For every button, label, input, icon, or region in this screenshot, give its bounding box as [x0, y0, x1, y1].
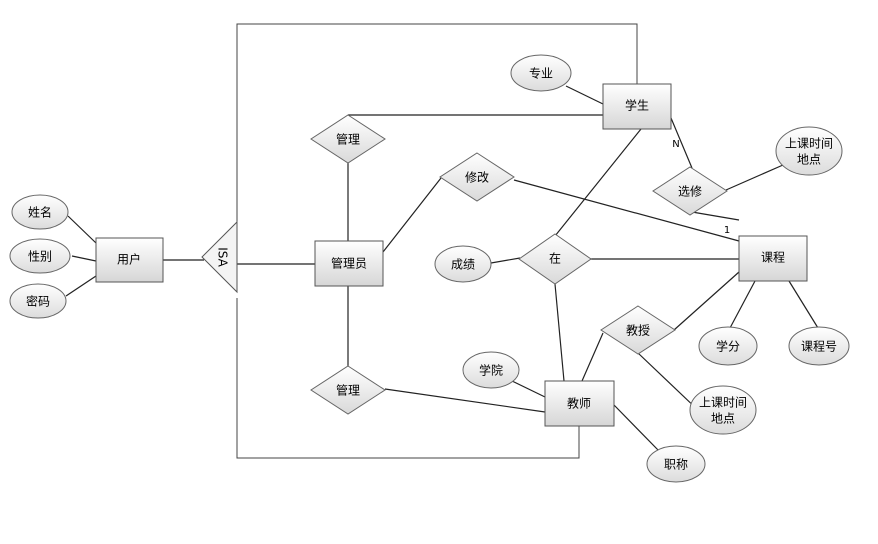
- rel-select-label: 选修: [678, 184, 702, 199]
- entity-student-label: 学生: [625, 98, 649, 113]
- line-in-teacher: [554, 283, 565, 382]
- line-password-user: [65, 275, 97, 297]
- attr-time-place-1[interactable]: 上课时间 地点: [775, 126, 843, 176]
- attr-title[interactable]: 职称: [646, 445, 706, 483]
- line-name-user: [67, 215, 97, 244]
- line-teach-course: [673, 271, 740, 331]
- entity-teacher-label: 教师: [567, 396, 591, 411]
- rel-teach-label: 教授: [626, 323, 650, 338]
- line-select-course: [691, 211, 740, 221]
- entity-user[interactable]: 用户: [95, 237, 164, 283]
- line-grade-in: [490, 257, 521, 264]
- line-major-student: [565, 85, 604, 105]
- attr-title-label: 职称: [664, 458, 688, 472]
- connector-lines: [65, 85, 819, 453]
- rel-modify-label: 修改: [465, 170, 489, 185]
- entity-user-label: 用户: [117, 252, 141, 267]
- line-college-teacher: [511, 380, 546, 398]
- isa-node: ISA: [201, 220, 238, 294]
- attr-major-label: 专业: [529, 66, 553, 81]
- rel-manage-student-label: 管理: [336, 132, 360, 147]
- attr-grade[interactable]: 成绩: [434, 245, 492, 283]
- isa-label: ISA: [216, 247, 230, 267]
- rel-manage-student[interactable]: 管理: [310, 114, 386, 164]
- line-select-timeplace: [725, 164, 784, 191]
- attr-major[interactable]: 专业: [510, 54, 572, 92]
- rel-manage-teacher-label: 管理: [336, 383, 360, 398]
- attr-gender-label: 性别: [28, 250, 52, 264]
- line-student-in: [554, 128, 642, 237]
- entity-student[interactable]: 学生: [602, 83, 672, 130]
- rel-in-label: 在: [549, 252, 561, 266]
- rel-select[interactable]: 选修: [652, 166, 728, 216]
- attr-time-place-2[interactable]: 上课时间 地点: [689, 385, 757, 435]
- attr-college-label: 学院: [479, 363, 503, 378]
- attr-grade-label: 成绩: [451, 258, 475, 272]
- line-manage2-teacher: [384, 388, 546, 413]
- attr-course-no[interactable]: 课程号: [788, 326, 850, 366]
- attr-course-no-label: 课程号: [801, 339, 837, 354]
- attr-credit-label: 学分: [716, 339, 740, 354]
- line-teach-timeplace: [637, 352, 701, 413]
- entity-course-label: 课程: [761, 250, 785, 265]
- attr-time-place-2-line2: 地点: [711, 412, 735, 426]
- entity-teacher[interactable]: 教师: [544, 380, 615, 427]
- line-student-select: [670, 117, 693, 169]
- entity-admin[interactable]: 管理员: [314, 240, 384, 287]
- attr-time-place-1-line2: 地点: [797, 153, 821, 167]
- cardinality-select-course: 1: [724, 225, 730, 236]
- line-course-courseno: [788, 280, 819, 329]
- rel-manage-teacher[interactable]: 管理: [310, 365, 386, 415]
- line-course-credit: [729, 280, 756, 329]
- attr-credit[interactable]: 学分: [698, 326, 758, 366]
- attr-password[interactable]: 密码: [9, 283, 67, 319]
- subtype-frame-bottom: [236, 298, 580, 459]
- cardinality-select-student: N: [672, 139, 679, 150]
- isa-triangle: [201, 220, 238, 294]
- line-gender-user: [71, 255, 97, 262]
- line-admin-modify: [382, 177, 442, 253]
- rel-teach[interactable]: 教授: [600, 305, 676, 355]
- attr-college[interactable]: 学院: [462, 351, 520, 389]
- line-modify-course: [513, 179, 740, 242]
- attr-name-label: 姓名: [28, 205, 52, 220]
- attr-name[interactable]: 姓名: [11, 194, 69, 230]
- line-teacher-teach: [581, 332, 604, 382]
- line-teacher-title: [613, 404, 661, 453]
- attr-time-place-2-line1: 上课时间: [699, 396, 747, 410]
- attr-password-label: 密码: [26, 294, 50, 309]
- attr-gender[interactable]: 性别: [9, 238, 71, 274]
- subtype-frame: [236, 23, 638, 222]
- entity-course[interactable]: 课程: [738, 235, 808, 282]
- attr-time-place-1-line1: 上课时间: [785, 137, 833, 151]
- rel-modify[interactable]: 修改: [439, 152, 515, 202]
- rel-in[interactable]: 在: [518, 233, 592, 285]
- entity-admin-label: 管理员: [331, 256, 367, 271]
